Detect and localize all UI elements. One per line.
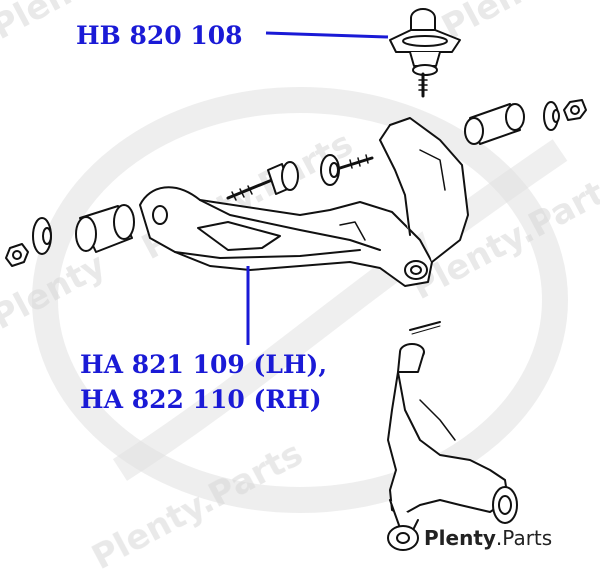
steering-knuckle bbox=[387, 343, 518, 551]
watermark-logo-ring bbox=[32, 87, 568, 513]
upper-right-bushing-set bbox=[464, 99, 587, 145]
adjusting-bolt-2 bbox=[320, 154, 374, 186]
callout-lower-arm-left: HA 821 109 (LH), bbox=[80, 350, 328, 379]
brand-suffix: .Parts bbox=[495, 526, 553, 550]
watermark-layer bbox=[32, 87, 568, 513]
callout-upper-ball-joint: HB 820 108 bbox=[76, 21, 243, 50]
leader-lines bbox=[246, 31, 389, 345]
left-bushing-set bbox=[5, 204, 135, 267]
brand-name: Plenty bbox=[424, 526, 496, 550]
leader-line-upper-ball-joint bbox=[265, 31, 389, 39]
parts-drawing bbox=[5, 8, 587, 551]
lower-control-arm bbox=[139, 117, 469, 287]
adjusting-bolt-1 bbox=[226, 161, 299, 201]
watermark-logo-swoosh bbox=[112, 139, 568, 481]
upper-ball-joint bbox=[389, 8, 461, 98]
brand-mark: Plenty.Parts bbox=[424, 526, 552, 550]
cotter-pin bbox=[409, 321, 441, 335]
callout-lower-arm-right: HA 822 110 (RH) bbox=[80, 385, 322, 414]
